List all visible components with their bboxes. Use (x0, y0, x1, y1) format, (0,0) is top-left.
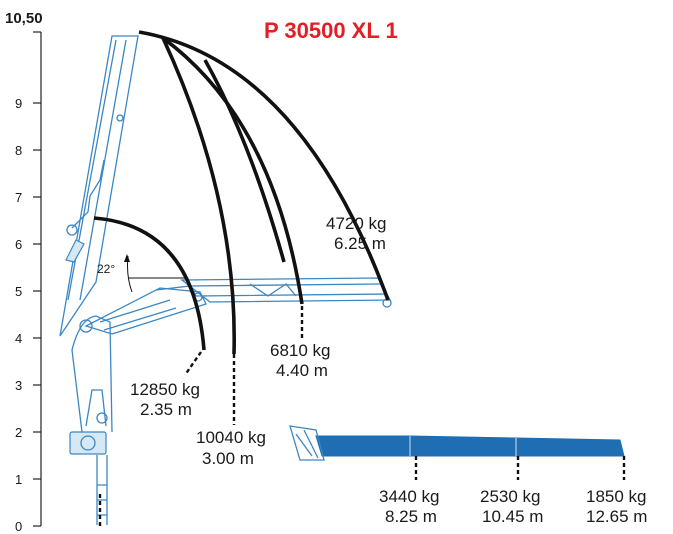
height-tick-label-9: 9 (15, 96, 22, 111)
height-tick-label-5: 5 (15, 284, 22, 299)
crane-jib (289, 425, 625, 461)
crane-base-post (96, 455, 108, 525)
crane-horizontal-boom (180, 277, 392, 308)
crane-column-body (71, 315, 113, 433)
raised-boom-pivot (66, 224, 78, 236)
height-tick-label-0: 0 (15, 519, 22, 534)
raised-boom-hook-point (116, 114, 124, 122)
horizontal-boom-body (180, 277, 392, 303)
angle-indicator: 22° (97, 254, 186, 293)
height-tick-label-8: 8 (15, 143, 22, 158)
load-curve-inner-branch (203, 59, 286, 263)
crane-base-block (69, 431, 107, 455)
angle-arrow-head (124, 254, 130, 262)
height-axis-top-label: 10,50 (5, 10, 43, 27)
load-curve-4-40m (161, 36, 304, 305)
load-reach-3-00m: 3.00 m (202, 449, 254, 468)
inner-boom-body (84, 287, 207, 335)
load-weight-8-25m: 3440 kg (379, 487, 440, 506)
load-weight-2-35m: 12850 kg (130, 380, 200, 399)
load-weight-4-40m: 6810 kg (270, 341, 331, 360)
height-tick-label-7: 7 (15, 190, 22, 205)
leader-2-35m (184, 351, 202, 376)
raised-boom-sections (67, 39, 127, 301)
load-weight-3-00m: 10040 kg (196, 428, 266, 447)
height-axis: 10,50 0 1 2 3 4 5 6 7 8 9 (5, 10, 43, 534)
load-weight-10-45m: 2530 kg (480, 487, 541, 506)
crane-raised-boom (59, 35, 139, 337)
load-labels: 4720 kg 6.25 m 6810 kg 4.40 m 12850 kg 2… (130, 214, 647, 526)
load-curve-3-00m (161, 37, 237, 355)
load-curves (93, 30, 390, 355)
jib-body (315, 435, 625, 457)
load-weight-6-25m: 4720 kg (326, 214, 387, 233)
horizontal-boom-brace (249, 283, 297, 297)
jib-base (289, 425, 325, 461)
jib-base-detail (295, 429, 319, 459)
load-leader-lines (98, 306, 626, 526)
load-reach-2-35m: 2.35 m (140, 400, 192, 419)
angle-label: 22° (97, 262, 115, 276)
load-weight-12-65m: 1850 kg (586, 487, 647, 506)
model-title: P 30500 XL 1 (264, 18, 398, 43)
raised-boom-brace (71, 159, 105, 229)
raised-boom-ram (65, 239, 85, 263)
height-tick-label-3: 3 (15, 378, 22, 393)
crane-column-lower-pivot (96, 412, 108, 424)
load-reach-4-40m: 4.40 m (276, 361, 328, 380)
raised-boom-body (59, 35, 139, 337)
load-curve-6-25m (138, 30, 390, 301)
crane-inner-boom (84, 285, 207, 335)
height-tick-label-2: 2 (15, 425, 22, 440)
load-reach-6-25m: 6.25 m (334, 234, 386, 253)
crane-column-ram (85, 389, 107, 427)
load-curve-2-35m (93, 216, 206, 351)
load-reach-10-45m: 10.45 m (482, 507, 543, 526)
height-tick-label-6: 6 (15, 237, 22, 252)
crane-column (69, 315, 113, 525)
crane-column-pivot (79, 319, 93, 333)
height-tick-label-1: 1 (15, 472, 22, 487)
crane-base-pivot (80, 435, 96, 451)
crane-base-post-rungs (97, 484, 107, 516)
load-reach-8-25m: 8.25 m (385, 507, 437, 526)
inner-boom-detail (99, 299, 177, 331)
load-reach-12-65m: 12.65 m (586, 507, 647, 526)
height-tick-label-4: 4 (15, 331, 22, 346)
